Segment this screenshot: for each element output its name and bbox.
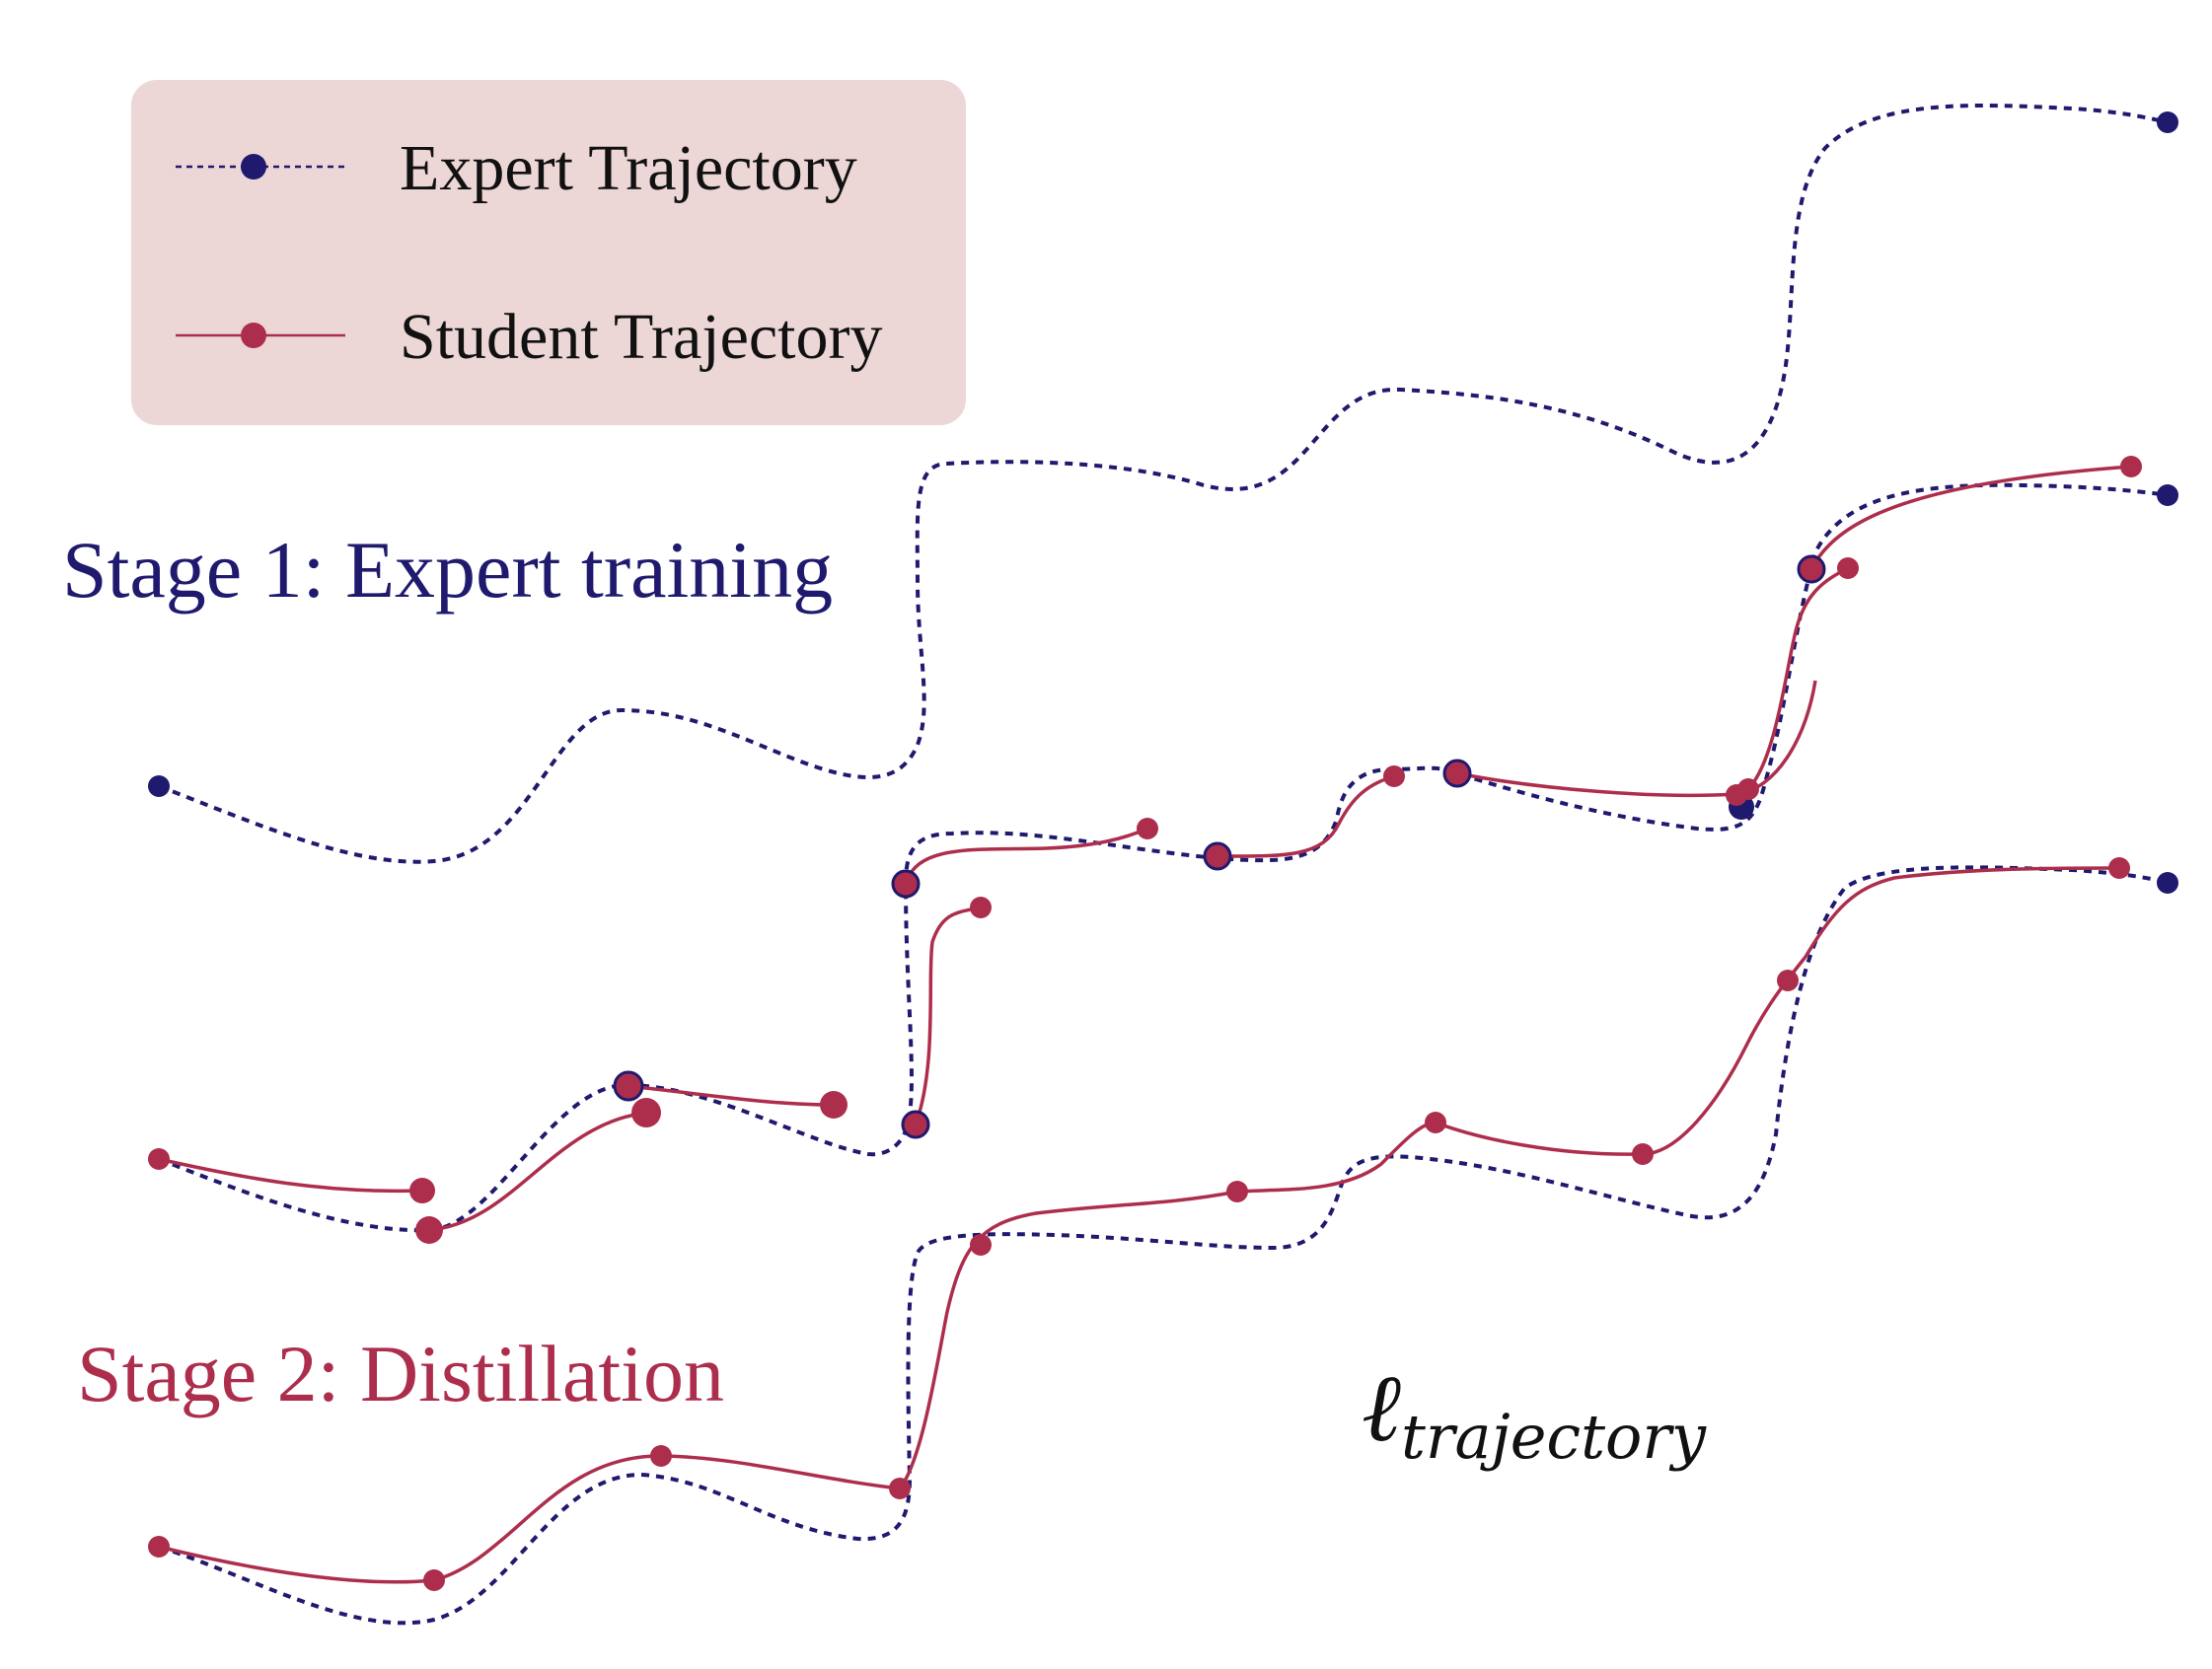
student-point — [415, 1216, 443, 1244]
student-segment-1 — [158, 1157, 423, 1194]
student-point — [650, 1445, 672, 1467]
stage1-trajectory — [148, 103, 2178, 864]
student-point — [1777, 970, 1799, 991]
stage2-expert-path — [158, 865, 2169, 1626]
student-segment-6 — [1217, 774, 1395, 858]
student-point — [1226, 1181, 1248, 1202]
student-point — [613, 1070, 644, 1102]
legend-expert-entry: Expert Trajectory — [176, 132, 857, 204]
student-point — [423, 1569, 445, 1591]
student-point — [970, 1234, 992, 1256]
student-point — [889, 1478, 911, 1499]
expert-checkpoint — [1203, 841, 1232, 871]
loss-symbol: ℓ — [1362, 1352, 1401, 1463]
student-point — [1837, 557, 1859, 579]
student-segment-4 — [914, 906, 982, 1125]
student-point — [2120, 456, 2142, 477]
legend-student-entry: Student Trajectory — [176, 301, 883, 373]
stage1-expert-path — [158, 103, 2169, 864]
student-point — [1737, 778, 1759, 800]
student-segment-5 — [904, 827, 1148, 885]
student-point — [409, 1178, 435, 1203]
student-segment-3 — [627, 1084, 835, 1107]
stage1-label: Stage 1: Expert training — [62, 525, 833, 615]
student-point — [1383, 765, 1405, 787]
student-point — [1632, 1143, 1654, 1165]
stage1-student-trajectory — [148, 456, 2178, 1244]
expert-end-point — [2157, 872, 2178, 894]
expert-checkpoint — [891, 869, 921, 899]
student-point — [631, 1098, 661, 1127]
expert-checkpoint — [901, 1110, 930, 1139]
student-segment-8 — [1746, 566, 1849, 791]
legend-expert-label: Expert Trajectory — [400, 132, 857, 204]
legend-student-label: Student Trajectory — [400, 301, 883, 373]
stage2-trajectory — [148, 857, 2178, 1626]
student-segment-9 — [1809, 465, 2132, 570]
expert-start-point — [148, 775, 170, 797]
student-point — [820, 1091, 848, 1119]
loss-subscript: trajectory — [1401, 1401, 1707, 1473]
student-point — [2108, 857, 2130, 879]
expert-end-point — [2157, 484, 2178, 506]
legend: Expert Trajectory Student Trajectory — [131, 80, 966, 425]
student-point — [1425, 1112, 1446, 1133]
student-segment-2 — [428, 1111, 647, 1232]
loss-label: ℓtrajectory — [1362, 1352, 1707, 1473]
expert-end-point — [2157, 111, 2178, 133]
legend-expert-marker-icon — [241, 154, 266, 180]
stage2-label: Stage 2: Distillation — [77, 1329, 724, 1418]
expert-checkpoint — [1442, 759, 1472, 788]
legend-student-marker-icon — [241, 323, 266, 348]
student-point — [970, 897, 992, 918]
student-point — [1137, 818, 1158, 839]
student-point — [148, 1536, 170, 1558]
expert-checkpoint — [1797, 554, 1826, 584]
student-segment-7 — [1456, 680, 1817, 798]
student-point — [148, 1148, 170, 1170]
